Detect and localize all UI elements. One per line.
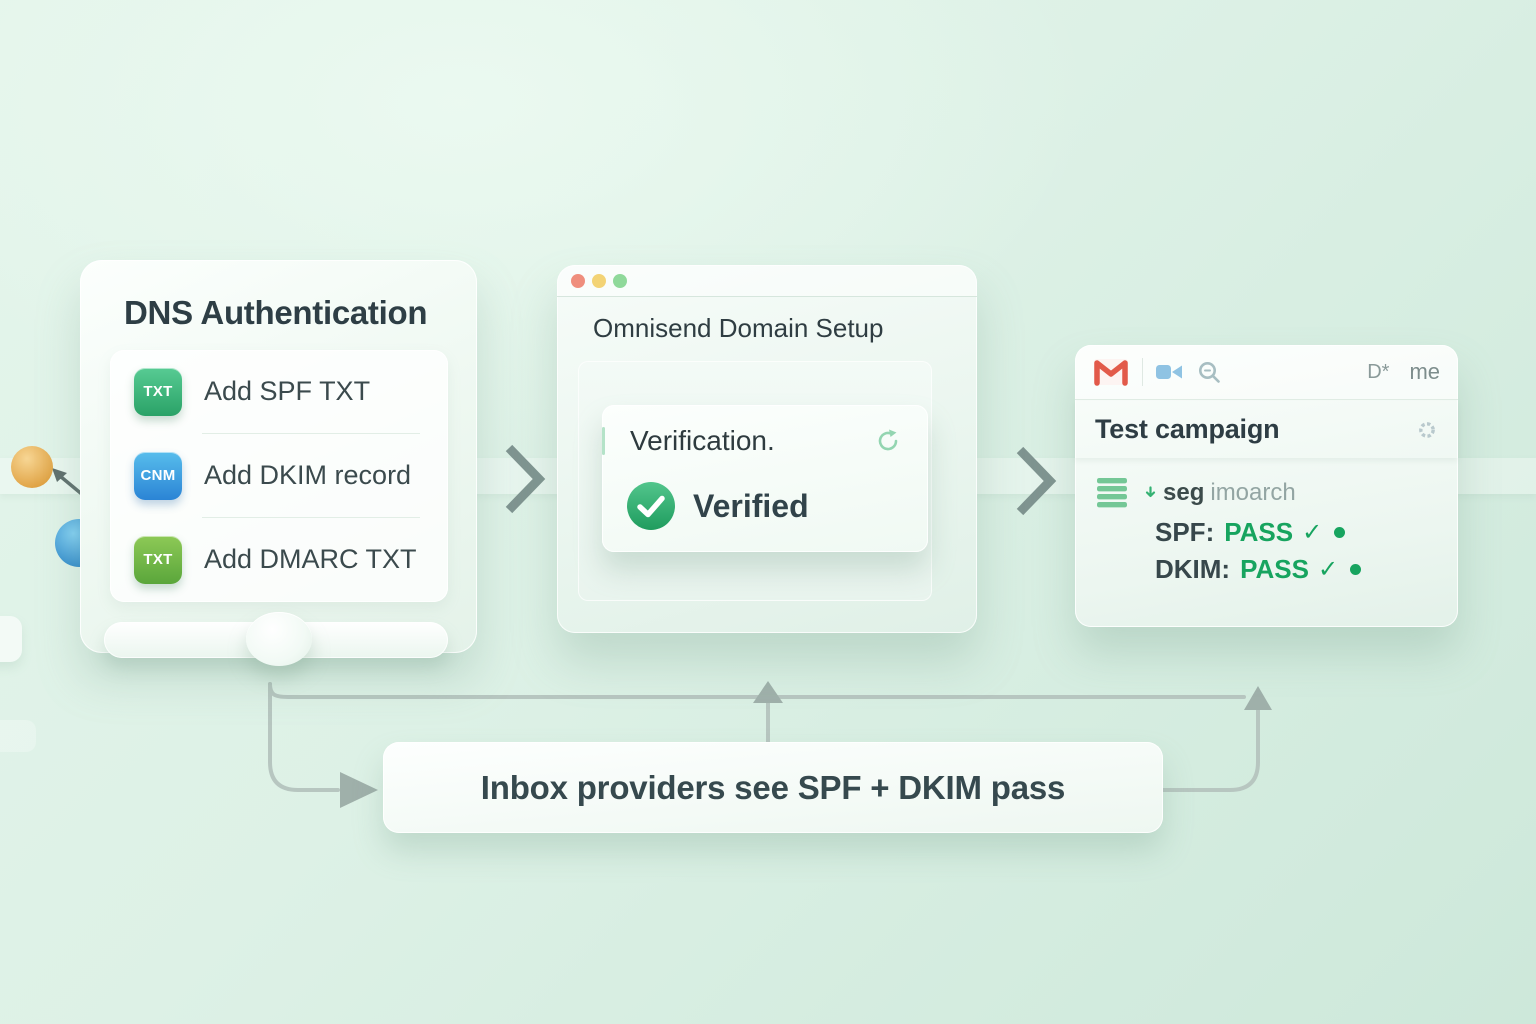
- list-item-label: Add SPF TXT: [204, 376, 371, 406]
- cname-record-icon: CNM: [134, 451, 182, 500]
- sender-row[interactable]: seg imoarch: [1097, 477, 1296, 509]
- status-dot: [1334, 527, 1346, 538]
- verified-status-row: Verified: [626, 481, 809, 531]
- gear-icon[interactable]: [1416, 419, 1438, 441]
- email-subject-row: Test campaign: [1075, 401, 1458, 458]
- divider: [202, 433, 420, 434]
- arrowhead-up-middle: [753, 681, 783, 703]
- check-icon: ✓: [1317, 556, 1339, 583]
- list-item-label: Add DKIM record: [204, 460, 412, 490]
- arrowhead-up-right: [1244, 686, 1272, 710]
- list-item-dmarc[interactable]: TXT Add DMARC TXT: [110, 518, 448, 601]
- list-item-label: Add DMARC TXT: [204, 544, 417, 574]
- spf-pass-value: PASS: [1224, 517, 1294, 547]
- sender-name: seg: [1163, 479, 1205, 506]
- background-strip: [0, 616, 22, 662]
- gmail-test-campaign-card: D* me Test campaign: [1075, 345, 1458, 627]
- banner-text: Inbox providers see SPF + DKIM pass: [480, 768, 1066, 806]
- inbox-providers-banner: Inbox providers see SPF + DKIM pass: [383, 742, 1163, 833]
- dkim-pass-value: PASS: [1240, 554, 1309, 584]
- verification-section-title: Verification.: [630, 425, 775, 456]
- email-subject: Test campaign: [1095, 414, 1280, 444]
- list-item-spf[interactable]: TXT Add SPF TXT: [110, 350, 448, 433]
- arrowhead-into-banner: [340, 772, 378, 808]
- background-strip: [0, 720, 36, 752]
- dns-authentication-card: DNS Authentication TXT Add SPF TXT CNM A…: [80, 260, 477, 666]
- dns-card-title: DNS Authentication: [124, 294, 428, 331]
- omnisend-domain-setup-window: Omnisend Domain Setup Verification.: [557, 265, 977, 633]
- search-icon[interactable]: [1197, 360, 1222, 385]
- gmail-header: D* me: [1075, 345, 1458, 400]
- divider: [1142, 358, 1143, 386]
- profile-label[interactable]: me: [1409, 359, 1440, 384]
- slider-knob[interactable]: [246, 612, 312, 666]
- list-lines-icon: [1097, 478, 1127, 508]
- minimize-button[interactable]: [592, 274, 606, 288]
- dkim-result-row: DKIM: PASS ✓: [1155, 554, 1362, 585]
- verified-label: Verified: [693, 487, 809, 524]
- txt-record-icon: TXT: [134, 535, 182, 584]
- chevron-right-icon: [505, 444, 546, 514]
- spf-result-row: SPF: PASS ✓: [1155, 517, 1346, 548]
- window-title: Omnisend Domain Setup: [593, 313, 884, 343]
- verified-check-icon: [627, 482, 675, 530]
- status-dot: [1350, 564, 1362, 575]
- dns-records-list: TXT Add SPF TXT CNM Add DKIM record TXT …: [110, 350, 448, 602]
- verification-card: Verification. Verified: [602, 405, 928, 552]
- refresh-icon[interactable]: [874, 427, 902, 455]
- meet-camera-icon[interactable]: [1156, 363, 1183, 381]
- account-badge[interactable]: D*: [1367, 360, 1390, 383]
- dkim-label: DKIM:: [1155, 554, 1231, 584]
- divider: [202, 517, 420, 518]
- chevron-right-icon: [1016, 446, 1057, 516]
- sender-secondary: imoarch: [1210, 479, 1296, 506]
- slider-track[interactable]: [104, 612, 448, 666]
- gmail-logo-icon[interactable]: [1093, 358, 1129, 386]
- zoom-button[interactable]: [613, 274, 627, 288]
- list-item-dkim[interactable]: CNM Add DKIM record: [110, 434, 448, 517]
- close-button[interactable]: [571, 274, 585, 288]
- check-icon: ✓: [1302, 519, 1323, 546]
- accent-tick: [602, 427, 605, 455]
- window-titlebar: [557, 265, 977, 297]
- arrow-down-icon: [1145, 486, 1156, 498]
- spf-label: SPF:: [1155, 517, 1215, 547]
- txt-record-icon: TXT: [134, 367, 182, 416]
